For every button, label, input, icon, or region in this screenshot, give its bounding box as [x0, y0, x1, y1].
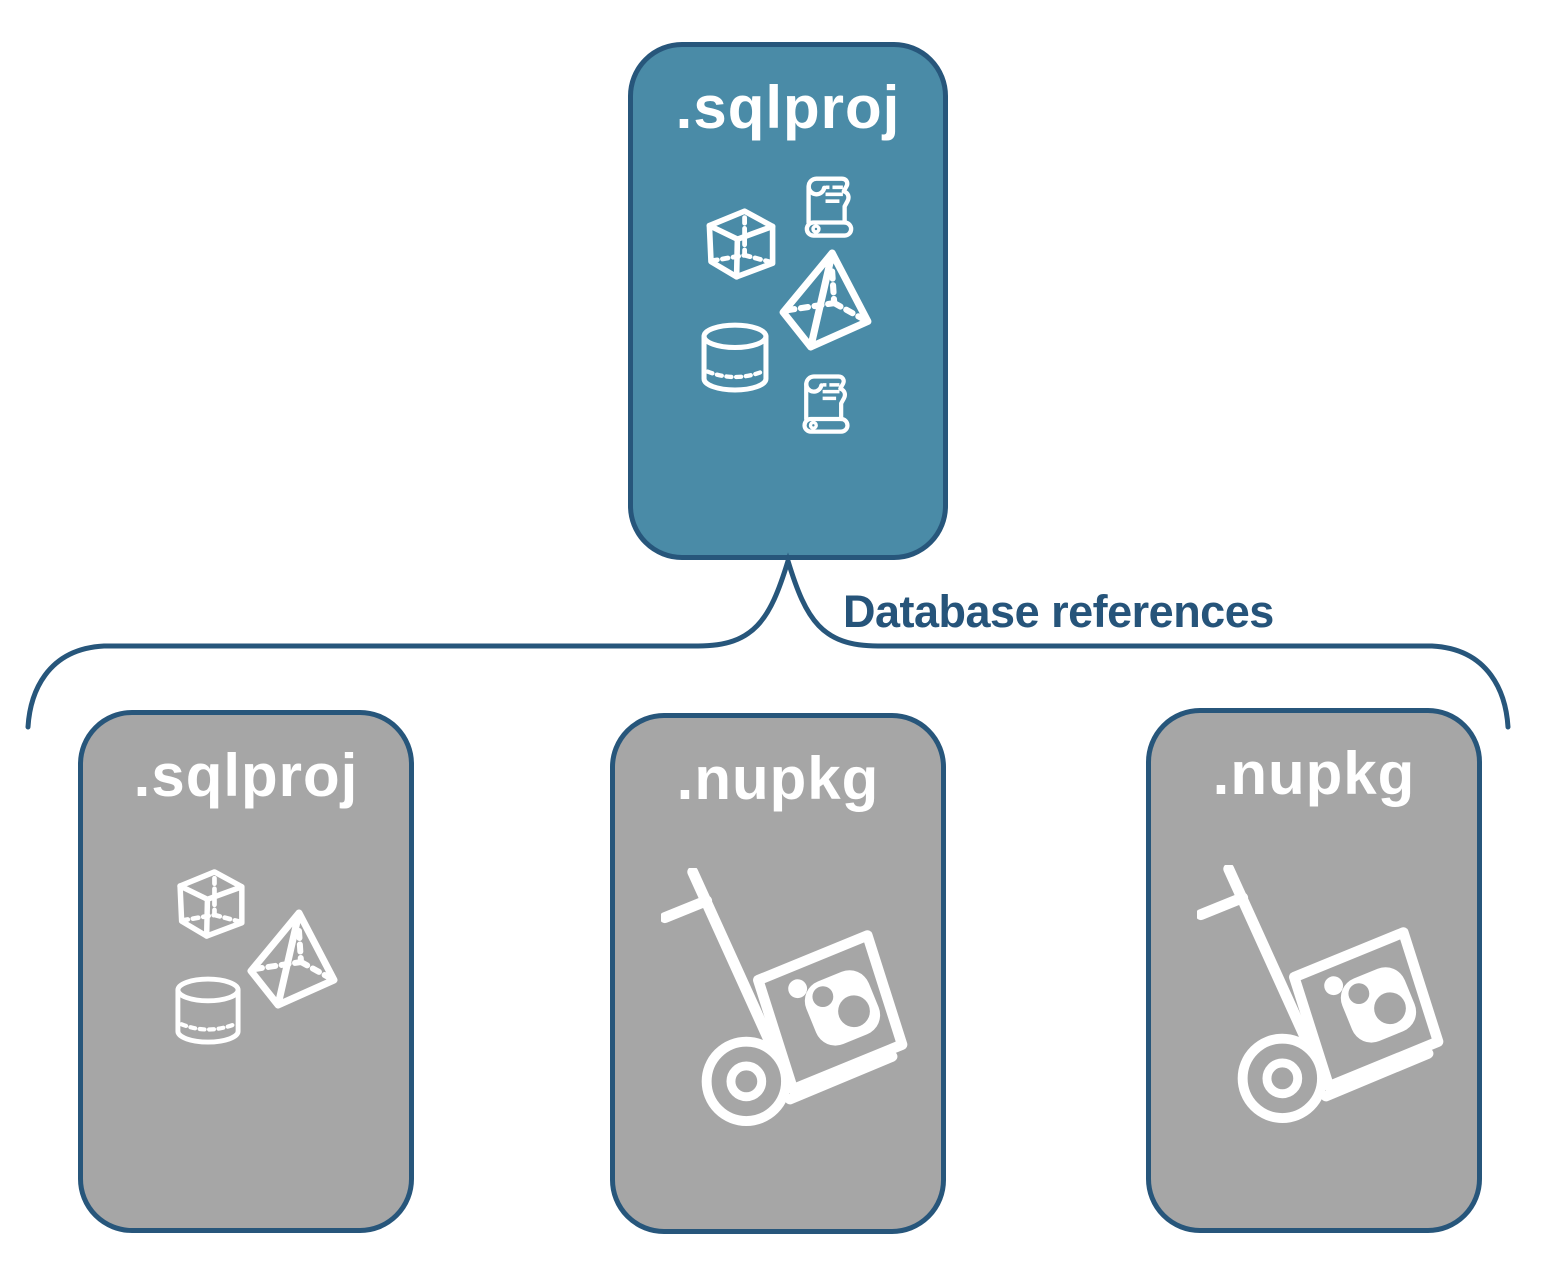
child-card-title: .sqlproj [133, 742, 359, 809]
pyramid-icon [241, 909, 341, 1009]
connector-label: Database references [843, 586, 1274, 637]
nuget-handtruck-icon [1197, 865, 1455, 1123]
scroll-icon [799, 371, 853, 435]
child-card-title: .nupkg [1212, 740, 1416, 807]
cylinder-icon [173, 975, 243, 1049]
nuget-handtruck-icon [661, 868, 919, 1126]
child-card-nupkg: .nupkg [610, 713, 946, 1234]
scroll-icon [801, 173, 857, 239]
pyramid-icon [773, 249, 875, 351]
cube-icon [166, 861, 252, 947]
root-card-sqlproj: .sqlproj [628, 42, 948, 560]
cylinder-icon [699, 321, 771, 397]
child-card-title: .nupkg [676, 745, 880, 812]
root-card-title: .sqlproj [675, 74, 901, 141]
child-card-nupkg: .nupkg [1146, 708, 1482, 1233]
child-card-sqlproj: .sqlproj [78, 710, 414, 1233]
cube-icon [695, 200, 783, 288]
